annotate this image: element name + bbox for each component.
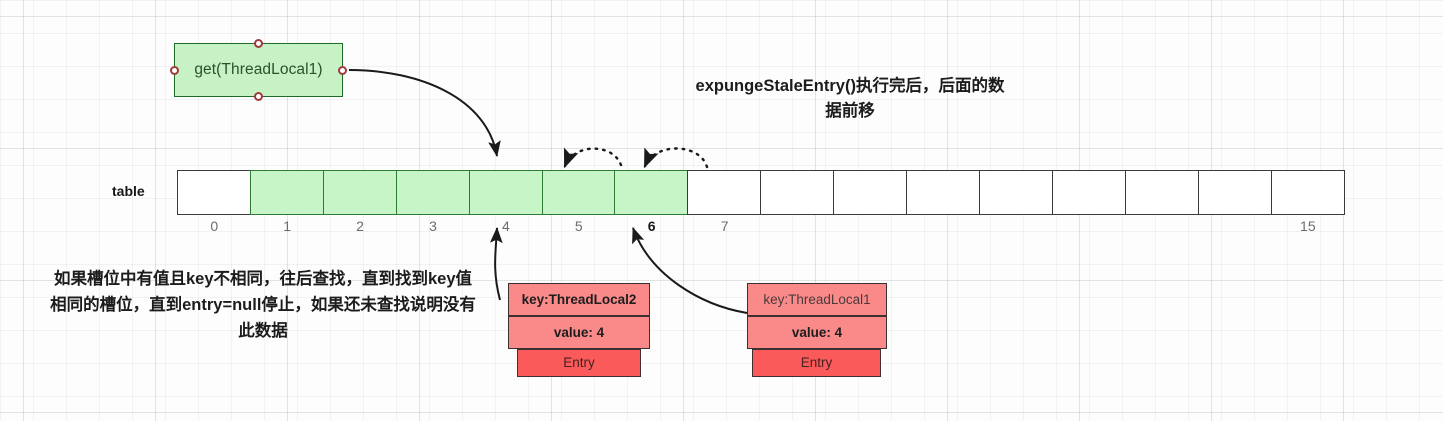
table-cell-10[interactable] [906, 170, 981, 215]
get-box-label: get(ThreadLocal1) [194, 61, 323, 78]
table-index-1: 1 [283, 218, 292, 234]
table-index-15: 15 [1300, 218, 1316, 234]
arrow-entry1-to-cell6 [632, 227, 748, 314]
arrow-entry2-to-cell4 [489, 227, 503, 301]
arrow-get-to-cell4 [348, 69, 501, 157]
diagram-title: expungeStaleEntry()执行完后，后面的数据前移 [695, 77, 1005, 120]
table-cell-11[interactable] [978, 170, 1054, 215]
connector-dot-top-icon[interactable] [254, 39, 263, 48]
table-cell-15[interactable] [1270, 170, 1346, 215]
table-index-3: 3 [429, 218, 437, 234]
table-index-5: 5 [574, 218, 583, 234]
table-cell-12[interactable] [1051, 170, 1127, 215]
table-cell-1[interactable] [249, 170, 325, 215]
table-index-11 [979, 218, 1054, 234]
table-index-14 [1198, 218, 1273, 234]
table-index-7: 7 [720, 218, 729, 234]
table-cell-7[interactable] [687, 170, 762, 215]
table-label: table [112, 183, 145, 199]
table-cell-3[interactable] [395, 170, 471, 215]
entry-value-row: value: 4 [747, 316, 887, 349]
table-index-4: 4 [501, 218, 510, 234]
table-index-6: 6 [647, 218, 656, 234]
entry-footer-label: Entry [752, 349, 881, 377]
table-index-8 [760, 218, 835, 234]
entry-value-row: value: 4 [508, 316, 650, 349]
entry-box-threadlocal2: key:ThreadLocal2 value: 4 Entry [508, 283, 650, 377]
table-index-12 [1052, 218, 1127, 234]
connector-dot-bottom-icon[interactable] [254, 92, 263, 101]
table-cell-6[interactable] [614, 170, 689, 215]
dotted-arc-shift-7-to-6 [643, 147, 709, 169]
table-cell-0[interactable] [177, 170, 252, 215]
dotted-arc-shift-6-to-5 [563, 147, 623, 169]
table-index-10 [906, 218, 981, 234]
table-index-9 [833, 218, 908, 234]
table-index-13 [1125, 218, 1200, 234]
entry-box-threadlocal1: key:ThreadLocal1 value: 4 Entry [747, 283, 887, 377]
entry-key-row: key:ThreadLocal1 [747, 283, 887, 316]
connector-dot-right-icon[interactable] [338, 65, 347, 75]
table-cell-8[interactable] [760, 170, 835, 215]
search-rule-note: 如果槽位中有值且key不相同，往后查找，直到找到key值相同的槽位，直到entr… [50, 270, 476, 340]
table-index-0: 0 [210, 218, 219, 234]
table-cell-2[interactable] [322, 170, 398, 215]
table-cell-14[interactable] [1197, 170, 1273, 215]
get-threadlocal-box[interactable]: get(ThreadLocal1) [170, 39, 347, 101]
table-index-2: 2 [356, 218, 364, 234]
table-cell-5[interactable] [541, 170, 617, 215]
entry-footer-label: Entry [517, 349, 641, 377]
table-cell-9[interactable] [833, 170, 908, 215]
table-cell-13[interactable] [1124, 170, 1200, 215]
table-cell-4[interactable] [468, 170, 544, 215]
table-array [177, 170, 1346, 215]
entry-key-row: key:ThreadLocal2 [508, 283, 650, 316]
table-index-labels: 0 1 2 3 4 5 6 7 15 [177, 218, 1344, 234]
connector-dot-left-icon[interactable] [170, 65, 179, 75]
